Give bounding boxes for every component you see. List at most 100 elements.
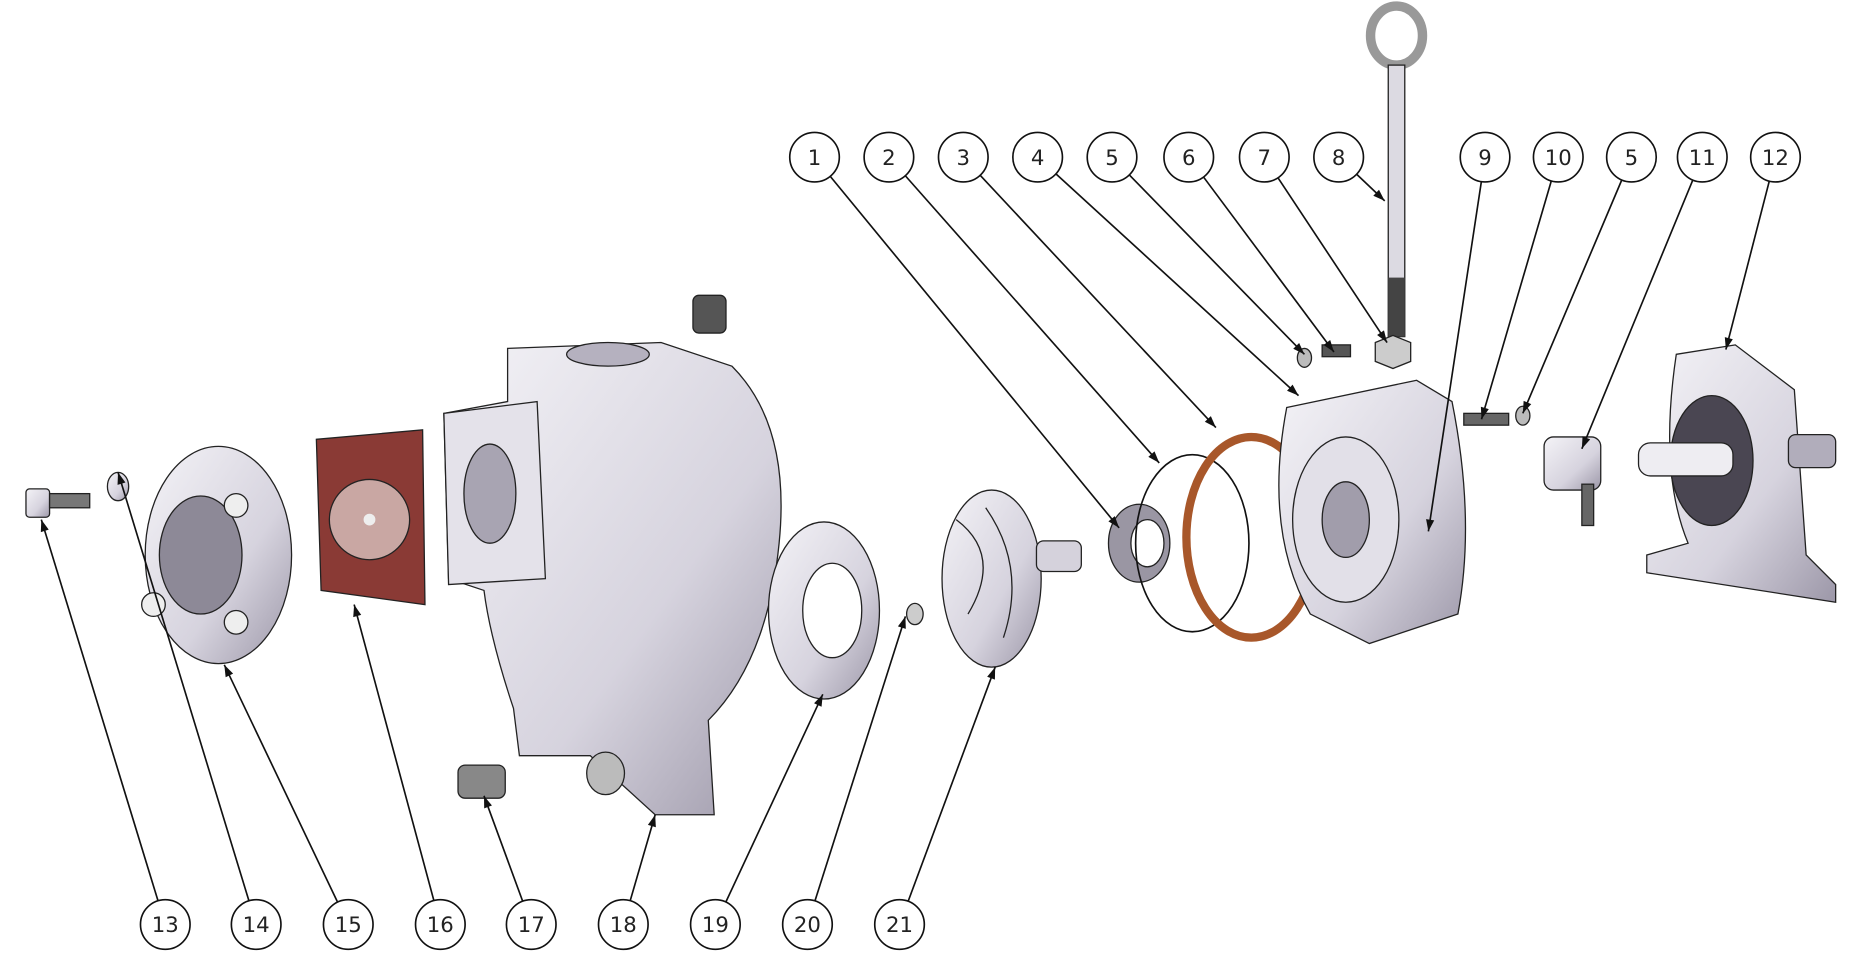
balloon-circle xyxy=(1163,131,1215,183)
balloon-circle xyxy=(597,898,649,951)
arrowhead xyxy=(897,616,906,629)
balloon-label: 5 xyxy=(1625,146,1639,171)
arrowhead xyxy=(1204,416,1216,428)
balloon-label: 5 xyxy=(1105,146,1119,171)
clamp-11 xyxy=(1543,436,1602,527)
balloon-circle xyxy=(1313,131,1365,183)
balloon-2: 2 xyxy=(863,131,915,183)
balloon-21: 21 xyxy=(873,898,926,951)
arrowhead xyxy=(117,472,126,485)
balloon-circle xyxy=(1532,131,1584,183)
balloon-circle xyxy=(863,131,915,183)
gasket-16 xyxy=(315,429,426,606)
balloon-6: 6 xyxy=(1163,131,1215,183)
arrowhead xyxy=(1108,516,1120,528)
balloon-circle xyxy=(505,898,557,951)
balloon-label: 12 xyxy=(1762,146,1789,171)
arrowhead xyxy=(1287,384,1299,396)
leader-line xyxy=(40,519,159,902)
balloon-circle xyxy=(689,898,741,951)
balloon-9: 9 xyxy=(1459,131,1511,183)
balloon-12: 12 xyxy=(1749,131,1802,183)
balloon-3: 3 xyxy=(937,131,989,183)
leader-line xyxy=(814,616,907,902)
screw-20 xyxy=(905,602,924,626)
washer-5 xyxy=(1296,347,1313,368)
balloon-18: 18 xyxy=(597,898,649,951)
leader-line xyxy=(1202,176,1335,353)
arrowhead xyxy=(353,604,362,618)
balloon-circle xyxy=(1605,131,1658,183)
arrowhead xyxy=(1373,189,1385,201)
balloon-10: 10 xyxy=(1532,131,1584,183)
balloon-circle xyxy=(414,898,466,951)
wear-plate-19 xyxy=(767,521,881,700)
balloon-label: 15 xyxy=(335,913,362,938)
leader-line xyxy=(829,175,1120,529)
bracket-4 xyxy=(1278,379,1467,645)
arrowhead xyxy=(647,814,656,828)
balloon-label: 11 xyxy=(1689,146,1716,171)
arrowhead xyxy=(1293,342,1305,355)
bolt-13 xyxy=(25,488,91,518)
balloon-20: 20 xyxy=(781,898,834,951)
balloon-label: 14 xyxy=(243,913,270,938)
bolt-6 xyxy=(1321,344,1352,358)
arrowhead xyxy=(40,519,49,533)
balloon-16: 16 xyxy=(414,898,466,951)
arrowhead xyxy=(1426,519,1435,532)
leader-line xyxy=(1725,180,1771,350)
arrowhead xyxy=(1724,337,1733,350)
leader-line xyxy=(629,814,656,901)
balloon-label: 18 xyxy=(610,913,637,938)
leader-line xyxy=(483,795,524,902)
balloon-label: 7 xyxy=(1258,146,1272,171)
balloon-label: 20 xyxy=(794,913,821,938)
balloon-13: 13 xyxy=(139,898,191,951)
balloon-label: 1 xyxy=(808,146,822,171)
balloon-17: 17 xyxy=(505,898,557,951)
balloon-circle xyxy=(1459,131,1511,183)
balloon-label: 21 xyxy=(886,913,913,938)
balloon-circle xyxy=(230,898,282,951)
balloon-label: 4 xyxy=(1031,146,1045,171)
arrowhead xyxy=(1480,406,1489,420)
balloon-label: 19 xyxy=(702,913,729,938)
arrowhead xyxy=(1581,436,1591,449)
balloon-5: 5 xyxy=(1605,131,1658,183)
pedestal-12 xyxy=(1637,344,1837,603)
washer-5b xyxy=(1515,405,1531,426)
balloon-label: 8 xyxy=(1332,146,1346,171)
seal-1 xyxy=(1107,503,1171,583)
balloon-label: 3 xyxy=(957,146,971,171)
leader-line xyxy=(1581,179,1694,450)
leader-line xyxy=(725,693,824,903)
leader-line xyxy=(353,604,435,901)
leader-line xyxy=(1480,180,1553,420)
arrowhead xyxy=(987,667,996,680)
balloon-circle xyxy=(1238,131,1290,183)
balloon-label: 6 xyxy=(1182,146,1196,171)
leader-line xyxy=(117,472,250,902)
arrowhead xyxy=(1323,340,1334,352)
balloon-19: 19 xyxy=(689,898,741,951)
balloon-circle xyxy=(1012,131,1064,183)
balloon-circle xyxy=(1676,131,1728,183)
balloon-circle xyxy=(1749,131,1802,183)
pump-casing-18 xyxy=(443,294,782,816)
arrowhead xyxy=(483,795,492,809)
balloon-label: 9 xyxy=(1478,146,1492,171)
balloon-circle xyxy=(1086,131,1138,183)
balloon-label: 17 xyxy=(518,913,545,938)
leader-line xyxy=(1277,177,1388,343)
leader-line xyxy=(907,666,996,902)
leader-line xyxy=(904,175,1160,464)
balloon-1: 1 xyxy=(788,131,841,183)
balloon-5: 5 xyxy=(1086,131,1138,183)
o-ring-2 xyxy=(1134,453,1250,633)
balloon-circle xyxy=(873,898,926,951)
arrowhead xyxy=(224,664,234,678)
balloon-circle xyxy=(781,898,834,951)
